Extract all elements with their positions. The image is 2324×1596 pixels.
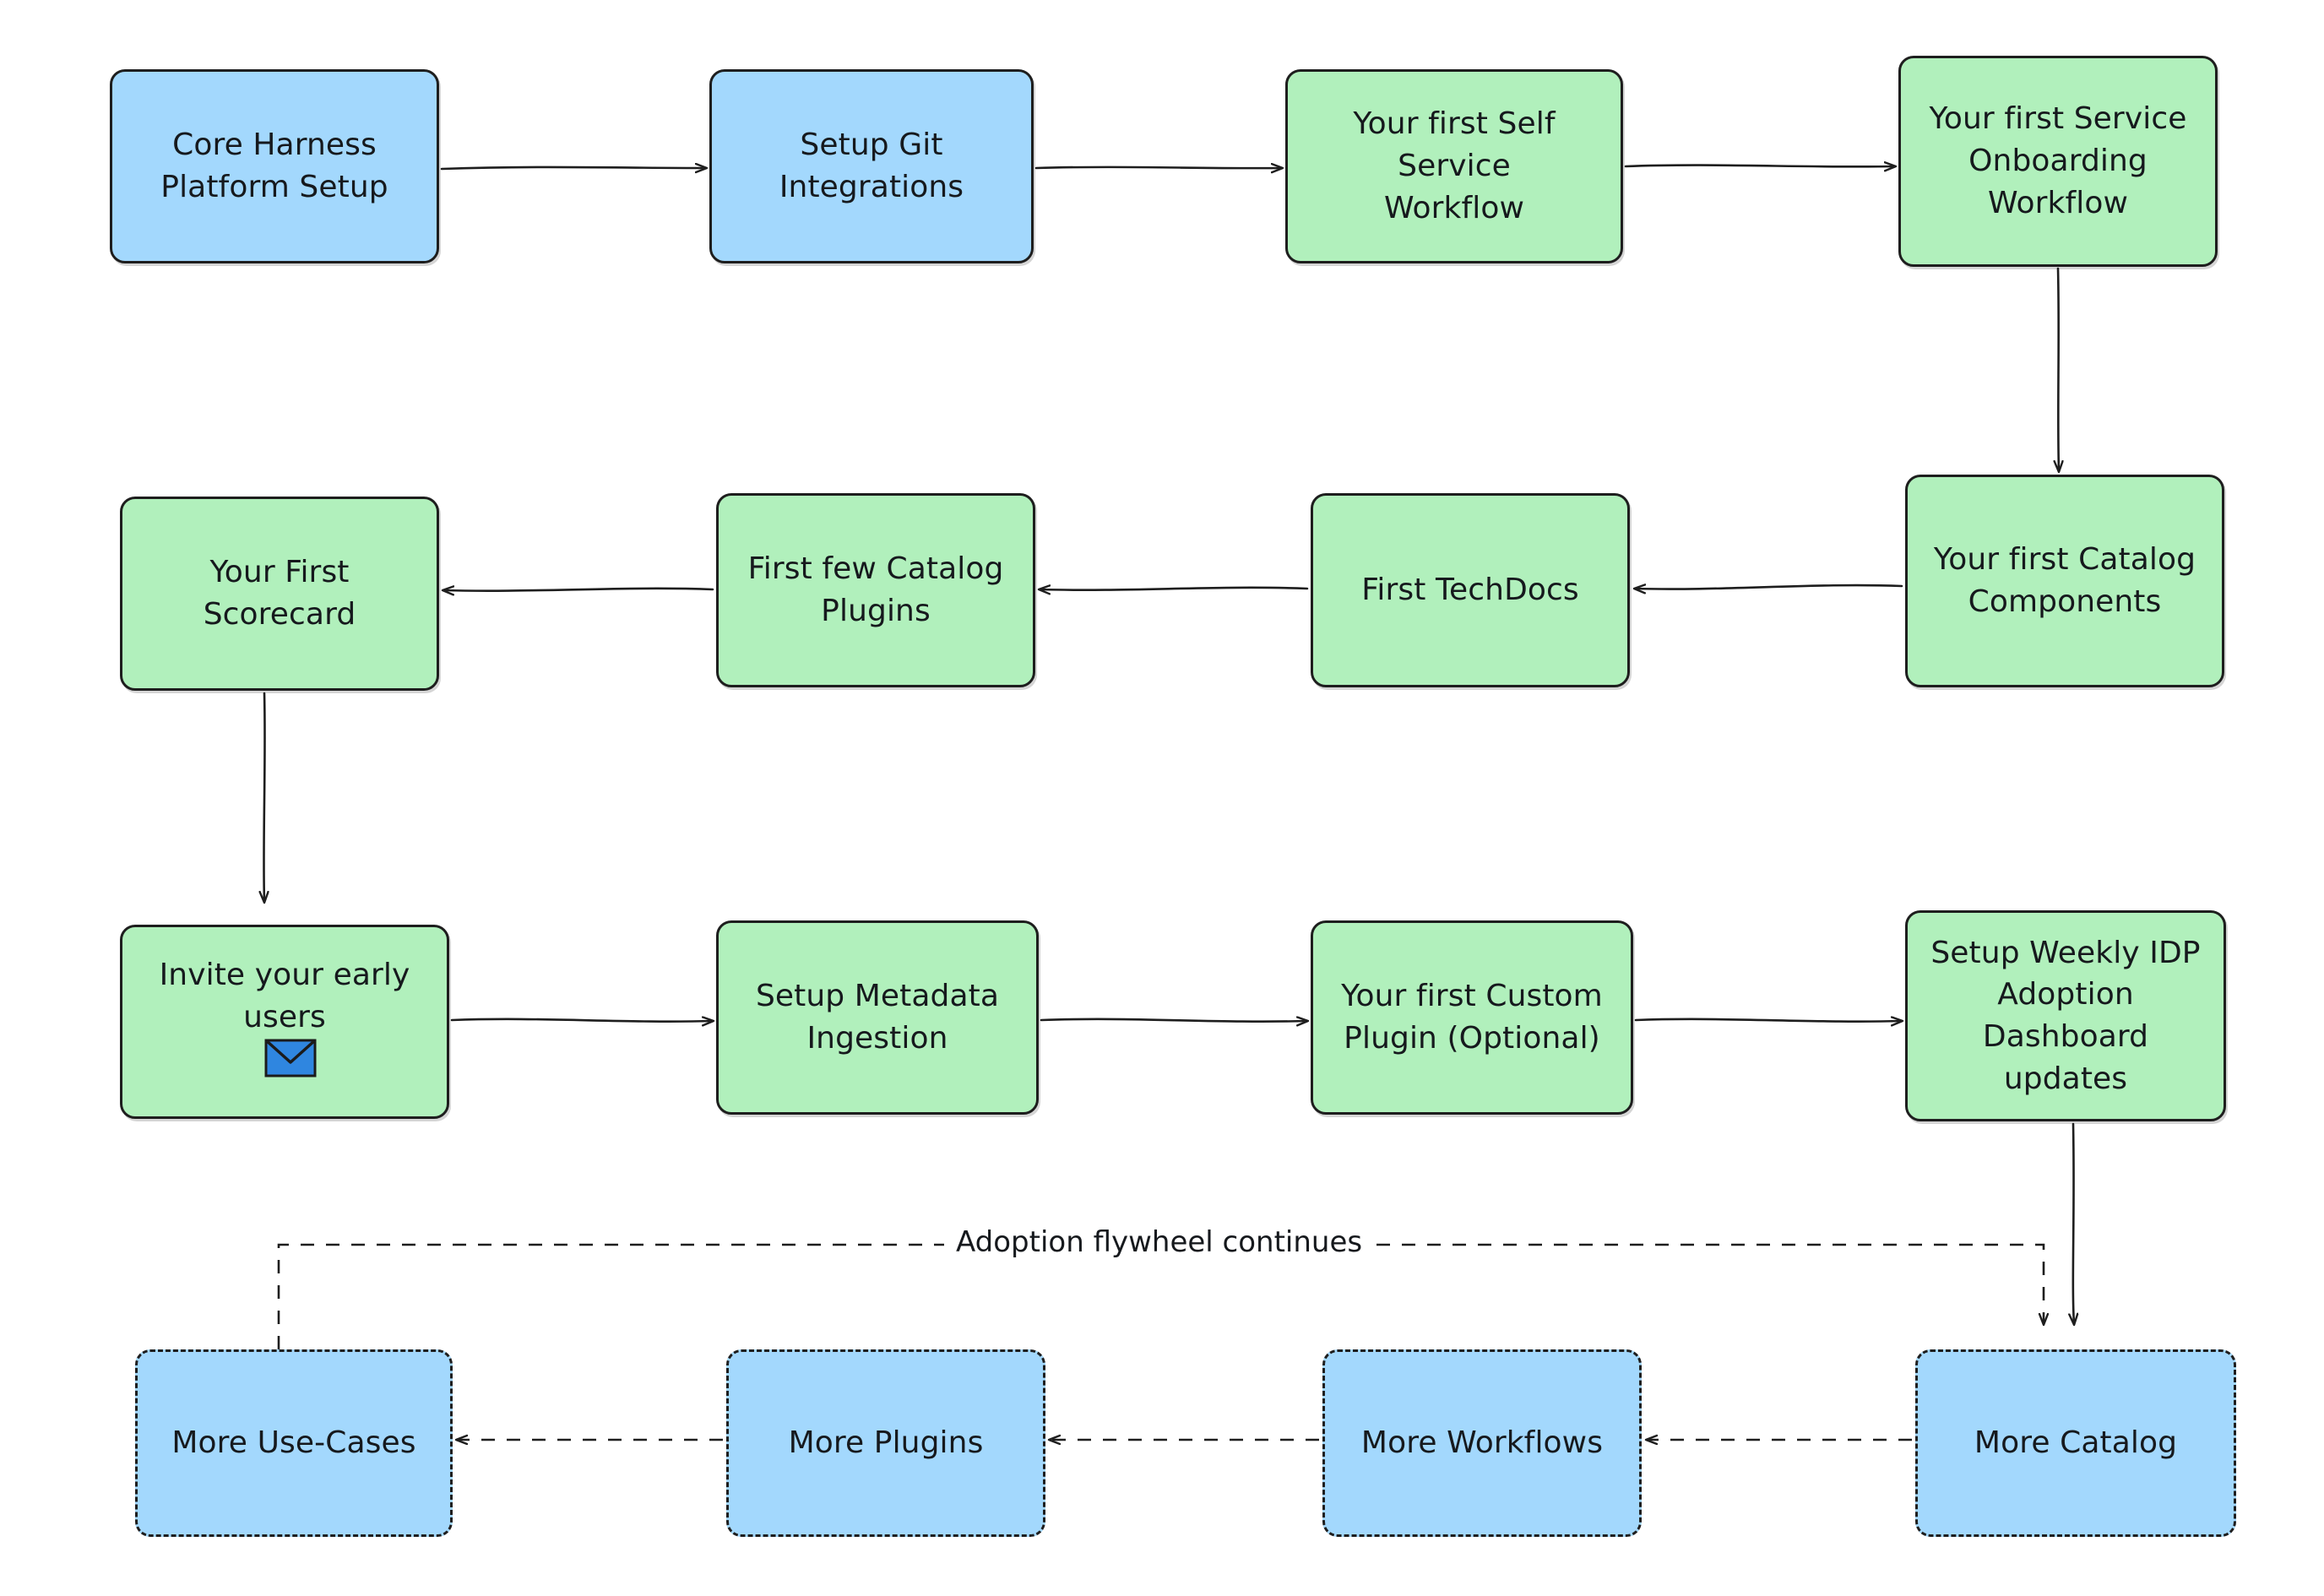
node-more-use-cases[interactable]: More Use-Cases <box>135 1349 453 1537</box>
node-label: Your first Custom Plugin (Optional) <box>1341 979 1603 1056</box>
edge-onboarding-to-catalogcomponents <box>2058 267 2059 471</box>
edge-git-to-selfservice <box>1034 167 1282 168</box>
edge-label-adoption-flywheel: Adoption flywheel continues <box>944 1225 1375 1259</box>
node-label: More Use-Cases <box>171 1425 416 1461</box>
node-first-few-catalog-plugins[interactable]: First few Catalog Plugins <box>716 493 1035 687</box>
node-more-plugins[interactable]: More Plugins <box>726 1349 1045 1537</box>
node-setup-git-integrations[interactable]: Setup Git Integrations <box>709 69 1034 263</box>
edge-customplugin-to-weeklyidp <box>1634 1019 1902 1022</box>
node-label: Invite your early users <box>159 958 410 1035</box>
node-label: Setup Weekly IDP Adoption Dashboard upda… <box>1930 935 2201 1096</box>
node-label: More Catalog <box>1974 1425 2178 1461</box>
node-your-first-self-service-workflow[interactable]: Your first Self Service Workflow <box>1285 69 1623 263</box>
node-label: Core Harness Platform Setup <box>160 128 388 204</box>
node-more-catalog[interactable]: More Catalog <box>1915 1349 2236 1537</box>
node-label: Your First Scorecard <box>203 555 356 632</box>
edge-flywheel-loop <box>277 1243 2044 1349</box>
envelope-icon <box>264 1039 317 1089</box>
node-label: Setup Metadata Ingestion <box>755 979 1000 1056</box>
node-label: First TechDocs <box>1361 573 1579 608</box>
node-label: More Workflows <box>1360 1425 1604 1461</box>
edge-techdocs-to-catalogplugins <box>1040 588 1309 590</box>
edge-selfservice-to-onboarding <box>1624 166 1895 167</box>
node-invite-your-early-users[interactable]: Invite your early users <box>120 925 449 1119</box>
edge-catalogcomponents-to-techdocs <box>1635 585 1903 589</box>
node-core-harness-platform-setup[interactable]: Core Harness Platform Setup <box>110 69 439 263</box>
edge-catalogplugins-to-scorecard <box>443 589 714 591</box>
node-first-techdocs[interactable]: First TechDocs <box>1311 493 1630 687</box>
node-your-first-catalog-components[interactable]: Your first Catalog Components <box>1905 475 2224 687</box>
edge-metadata-to-customplugin <box>1040 1019 1307 1022</box>
node-your-first-scorecard[interactable]: Your First Scorecard <box>120 497 439 691</box>
node-your-first-service-onboarding-workflow[interactable]: Your first Service Onboarding Workflow <box>1898 56 2218 267</box>
edge-scorecard-to-invite <box>263 692 264 902</box>
node-label: Your first Service Onboarding Workflow <box>1929 101 2187 220</box>
node-label: Setup Git Integrations <box>779 128 964 204</box>
node-label: Your first Self Service Workflow <box>1353 106 1556 225</box>
node-label: Your first Catalog Components <box>1933 542 2196 619</box>
edge-invite-to-metadata <box>450 1019 713 1022</box>
node-label: More Plugins <box>788 1425 984 1461</box>
node-label: First few Catalog Plugins <box>747 551 1004 628</box>
node-setup-metadata-ingestion[interactable]: Setup Metadata Ingestion <box>716 920 1039 1115</box>
node-more-workflows[interactable]: More Workflows <box>1322 1349 1642 1537</box>
node-your-first-custom-plugin[interactable]: Your first Custom Plugin (Optional) <box>1311 920 1633 1115</box>
edge-weeklyidp-to-morecatalog <box>2073 1122 2074 1324</box>
edge-core-to-git <box>440 167 706 169</box>
node-setup-weekly-idp-adoption-dashboard-updates[interactable]: Setup Weekly IDP Adoption Dashboard upda… <box>1905 910 2226 1121</box>
